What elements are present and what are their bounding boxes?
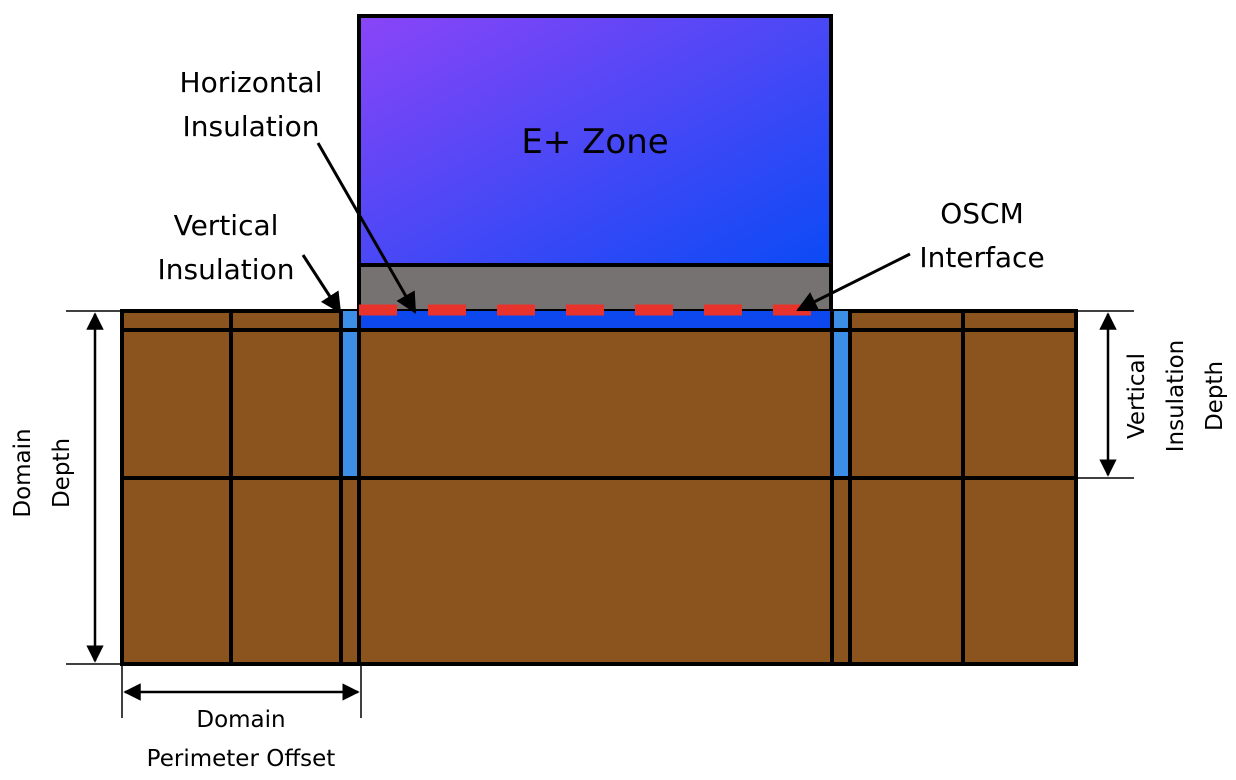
vertical-insulation-right — [832, 311, 849, 478]
vertical-insulation-left — [341, 311, 358, 478]
oscm-interface-label: OSCM Interface — [919, 197, 1044, 274]
dimension-reference-lines — [66, 310, 1134, 718]
domain-depth-label-line1: Domain — [10, 428, 36, 517]
domain-depth-label: Domain Depth — [10, 428, 75, 517]
zone-block: E+ Zone — [357, 14, 833, 267]
oscm-interface-label-line1: OSCM — [940, 197, 1024, 230]
zone-label: E+ Zone — [521, 122, 668, 162]
ground-domain — [120, 309, 1078, 666]
vertical-insulation-depth-label: Vertical Insulation Depth — [1124, 340, 1228, 452]
ground-rect — [120, 309, 1078, 666]
oscm-interface-callout-arrow — [796, 252, 911, 312]
zone-rect — [357, 14, 833, 267]
vertical-insulation-depth-label-line3: Depth — [1202, 361, 1228, 431]
domain-perimeter-offset-label: Domain Perimeter Offset — [147, 707, 336, 772]
vertical-insulation-callout-arrow — [301, 254, 342, 314]
domain-perimeter-offset-label-line1: Domain — [196, 707, 285, 733]
vertical-insulation-label-line2: Insulation — [158, 253, 295, 286]
domain-perimeter-offset-label-line2: Perimeter Offset — [147, 746, 336, 772]
vertical-insulation-depth-label-line2: Insulation — [1163, 340, 1189, 452]
horizontal-insulation — [359, 311, 831, 330]
slab-rect — [357, 263, 833, 313]
mesh-grid — [122, 311, 1076, 664]
vertical-insulation-label-line1: Vertical — [174, 209, 279, 242]
horizontal-insulation-callout-arrow — [316, 142, 417, 314]
domain-depth-label-line2: Depth — [49, 438, 75, 508]
vertical-insulation-depth-label-line1: Vertical — [1124, 353, 1150, 439]
horizontal-insulation-label: Horizontal Insulation — [180, 66, 323, 143]
oscm-interface-label-line2: Interface — [919, 241, 1044, 274]
vertical-insulation-label: Vertical Insulation — [158, 209, 295, 286]
horizontal-insulation-label-line1: Horizontal — [180, 66, 323, 99]
horizontal-insulation-label-line2: Insulation — [183, 110, 320, 143]
